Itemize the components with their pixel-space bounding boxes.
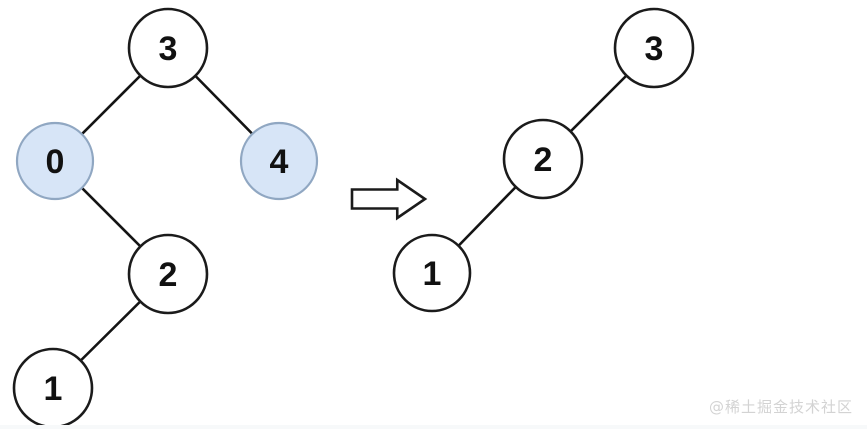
right-tree-edge-group — [456, 73, 629, 248]
tree-node-1[interactable]: 1 — [12, 347, 94, 429]
tree-node-2[interactable]: 2 — [502, 118, 584, 200]
node-circle — [392, 233, 472, 313]
tree-node-0[interactable]: 0 — [15, 121, 95, 201]
tree-node-4[interactable]: 4 — [239, 121, 319, 201]
tree-node-3[interactable]: 3 — [127, 7, 209, 89]
right-tree-node-group: 3 2 1 — [392, 7, 695, 313]
bottom-strip — [0, 425, 867, 429]
tree-node-3[interactable]: 3 — [613, 7, 695, 89]
watermark-label: @稀土掘金技术社区 — [708, 398, 853, 416]
node-circle — [613, 7, 695, 89]
node-value-label: 3 — [159, 30, 178, 68]
node-value-label: 4 — [270, 143, 289, 181]
node-value-label: 2 — [159, 256, 178, 294]
left-tree-edge-group — [78, 73, 255, 363]
node-value-label: 1 — [423, 255, 442, 293]
transform-arrow-group — [350, 177, 428, 221]
node-value-label: 3 — [645, 30, 664, 68]
tree-edge — [79, 185, 143, 249]
right-arrow-icon — [350, 177, 428, 221]
node-circle — [127, 7, 209, 89]
left-tree-node-group: 3 0 4 2 1 — [12, 7, 319, 429]
tree-edge — [79, 73, 143, 137]
tree-node-2[interactable]: 2 — [127, 233, 209, 315]
tree-edge — [78, 299, 143, 363]
node-circle — [239, 121, 319, 201]
node-value-label: 2 — [534, 141, 553, 179]
tree-node-1[interactable]: 1 — [392, 233, 472, 313]
node-circle — [127, 233, 209, 315]
node-circle — [15, 121, 95, 201]
tree-edge — [568, 73, 629, 134]
tree-edge — [456, 184, 518, 248]
node-circle — [502, 118, 584, 200]
tree-edge — [193, 73, 255, 136]
node-value-label: 1 — [44, 370, 63, 408]
node-value-label: 0 — [46, 143, 65, 181]
